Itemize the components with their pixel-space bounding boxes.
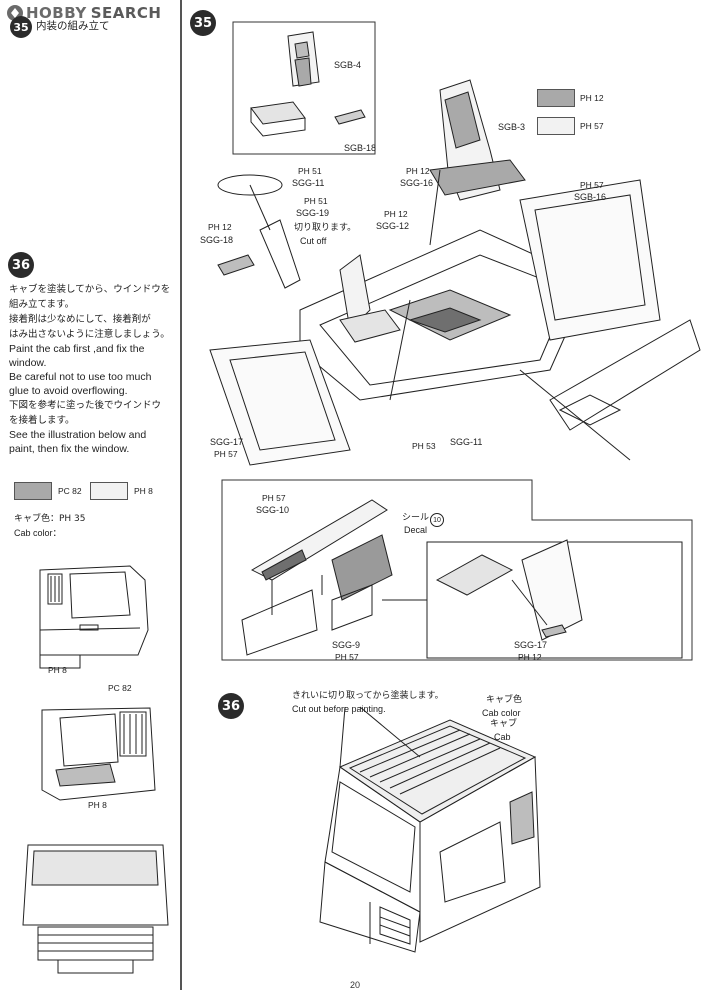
label-ph12-d: PH 12 xyxy=(518,652,542,662)
step-36-instructions: キャブを塗装してから、ウインドウを 組み立てます。 接着剤は少なめにして、接着剤… xyxy=(9,282,177,456)
cab-rear-view xyxy=(22,844,169,974)
cab-color-label-jp: キャブ色：PH 35 xyxy=(14,514,86,524)
instr-en-6: paint, then fix the window. xyxy=(9,443,130,455)
cab-side-view-2 xyxy=(41,707,156,801)
cab2-callout-bottom: PH 8 xyxy=(88,800,107,810)
label-sgb16: SGB-16 xyxy=(574,192,607,202)
decal-number-badge: 10 xyxy=(430,513,444,527)
column-divider xyxy=(180,0,182,990)
swatch-light-ph57-code: PH 57 xyxy=(580,121,604,131)
cab-side-view-1 xyxy=(39,565,149,669)
label-ph57-b: PH 57 xyxy=(214,449,238,459)
label-sgg17-b: SGG-17 xyxy=(514,640,548,650)
label-ph53: PH 53 xyxy=(412,441,436,451)
instr-en-5: See the illustration below and xyxy=(9,429,147,441)
label-sgb4: SGB-4 xyxy=(334,60,362,70)
instr-en-3: Be careful not to use too much xyxy=(9,371,152,383)
instr-en-2: window. xyxy=(9,357,47,369)
label-cutout-jp: きれいに切り取ってから塗装します。 xyxy=(292,691,444,701)
label-ph12-b: PH 12 xyxy=(406,166,430,176)
main-step-36-badge: 36 xyxy=(218,693,244,719)
label-sgg10: SGG-10 xyxy=(256,505,290,515)
step-36-badge: 36 xyxy=(8,252,34,278)
interior-assembly-drawing xyxy=(209,79,701,466)
label-cutout-en: Cut out before painting. xyxy=(292,704,386,714)
label-cut-jp: 切り取ります。 xyxy=(294,223,357,233)
swatch-grey-ph12-code: PH 12 xyxy=(580,93,604,103)
page-number: 20 xyxy=(350,980,361,990)
hobbysearch-logo: HOBBY SEARCH xyxy=(6,2,166,24)
label-cab-en: Cab xyxy=(494,732,511,742)
swatch-light-code: PH 8 xyxy=(134,486,153,496)
instr-jp-3: 接着剤は少なめにして、接着剤が xyxy=(9,314,151,325)
label-sgg11-a: SGG-11 xyxy=(292,178,325,188)
label-cab-color-jp: キャブ色 xyxy=(486,695,523,705)
label-sgg12: SGG-12 xyxy=(376,221,410,231)
label-ph57-a: PH 57 xyxy=(580,180,604,190)
label-ph51-b: PH 51 xyxy=(304,196,328,206)
step-35-badge: 35 xyxy=(10,16,32,38)
label-decal-jp: シール xyxy=(402,513,430,523)
instr-en-1: Paint the cab first ,and fix the xyxy=(9,343,145,355)
swatch-light-ph57 xyxy=(537,117,575,135)
label-cut-en: Cut off xyxy=(300,236,327,246)
logo-word-search: SEARCH xyxy=(90,4,162,22)
label-cab-jp: キャブ xyxy=(490,719,518,729)
seat-inset-box xyxy=(232,21,376,155)
cab1-callout: PH 8 xyxy=(48,665,67,675)
label-sgg18: SGG-18 xyxy=(200,235,234,245)
label-sgb3: SGB-3 xyxy=(498,122,526,132)
label-sgb18: SGB-18 xyxy=(344,143,377,153)
instr-jp-6: を接着します。 xyxy=(9,415,75,426)
logo-word-hobby: HOBBY xyxy=(26,4,87,22)
swatch-grey-ph12 xyxy=(537,89,575,107)
label-sgg16: SGG-16 xyxy=(400,178,434,188)
swatch-dark-grey-code: PC 82 xyxy=(58,486,82,496)
instr-jp-5: 下図を参考に塗った後でウインドウ xyxy=(9,400,162,411)
label-sgg19: SGG-19 xyxy=(296,208,330,218)
label-ph51-a: PH 51 xyxy=(298,166,322,176)
label-sgg11-b: SGG-11 xyxy=(450,437,483,447)
label-ph12-c: PH 12 xyxy=(384,209,408,219)
main-step-35-badge: 35 xyxy=(190,10,216,36)
dashboard-detail-box xyxy=(221,479,693,661)
instr-jp-1: キャブを塗装してから、ウインドウを xyxy=(9,284,171,295)
label-decal-en: Decal xyxy=(404,525,428,535)
instr-en-4: glue to avoid overflowing. xyxy=(9,385,128,397)
swatch-dark-grey xyxy=(14,482,52,500)
cab-3d-drawing xyxy=(319,706,541,953)
label-ph57-d: PH 57 xyxy=(335,652,359,662)
cab2-callout-top: PC 82 xyxy=(108,683,132,693)
label-sgg9: SGG-9 xyxy=(332,640,361,650)
instr-jp-4: はみ出さないように注意しましょう。 xyxy=(9,329,170,340)
label-ph57-c: PH 57 xyxy=(262,493,286,503)
label-sgg17-a: SGG-17 xyxy=(210,437,244,447)
label-cab-color-en: Cab color xyxy=(482,708,521,718)
step-35-title: 内装の組み立て xyxy=(36,20,110,32)
swatch-light xyxy=(90,482,128,500)
label-ph12-a: PH 12 xyxy=(208,222,232,232)
instr-jp-2: 組み立てます。 xyxy=(9,299,75,310)
cab-color-label-en: Cab color： xyxy=(14,528,62,538)
